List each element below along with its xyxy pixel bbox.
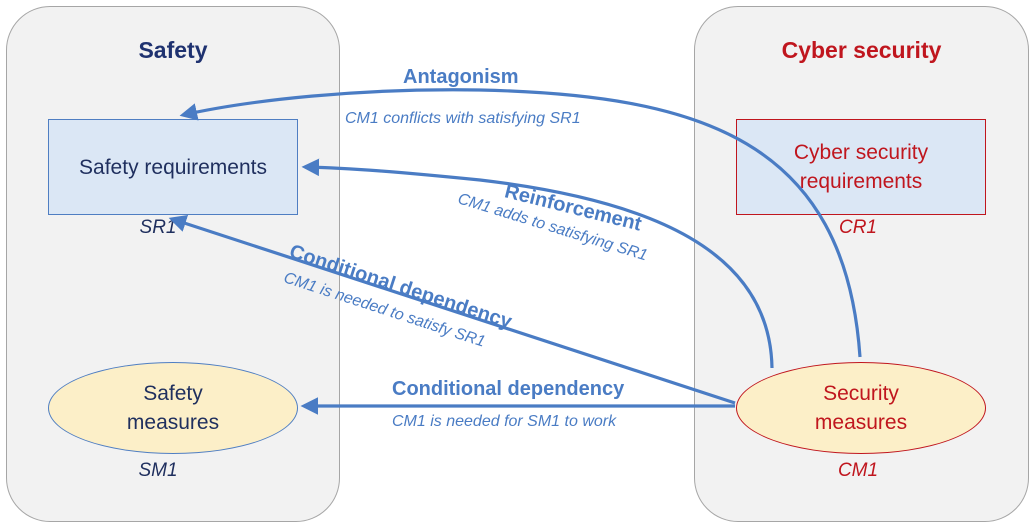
security-measures-label-line1: Security [823, 382, 899, 405]
reinforcement-arrow [301, 158, 774, 369]
security-measures-id: CM1 [837, 460, 879, 481]
safety-requirements-label: Safety requirements [79, 155, 267, 179]
conditional-dependency-sm-label: Conditional dependency [392, 378, 625, 400]
safety-measures-label-line1: Safety [143, 382, 203, 405]
safety-measures-label-line2: measures [126, 411, 220, 434]
antagonism-arrow [179, 88, 862, 358]
cyber-requirements-label-line2: requirements [799, 170, 923, 193]
antagonism-description: CM1 conflicts with satisfying SR1 [345, 110, 581, 127]
security-measures-label-line2: measures [814, 411, 908, 434]
conditional-dependency-sr-arrow [168, 215, 736, 405]
cyber-requirements-label-line1: Cyber security [793, 141, 929, 164]
cyber-security-panel-title: Cyber security [781, 37, 942, 63]
safety-requirements-id: SR1 [139, 217, 177, 238]
antagonism-label: Antagonism [403, 66, 519, 88]
safety-panel-title: Safety [138, 37, 208, 63]
safety-measures-id: SM1 [138, 460, 178, 481]
safety-measures-ellipse: Safety measures [48, 362, 298, 454]
conditional-dependency-sm-description: CM1 is needed for SM1 to work [392, 413, 617, 430]
cyber-security-requirements-id: CR1 [838, 217, 877, 238]
security-measures-ellipse: Security measures [736, 362, 986, 454]
safety-requirements-box: Safety requirements [48, 119, 298, 215]
